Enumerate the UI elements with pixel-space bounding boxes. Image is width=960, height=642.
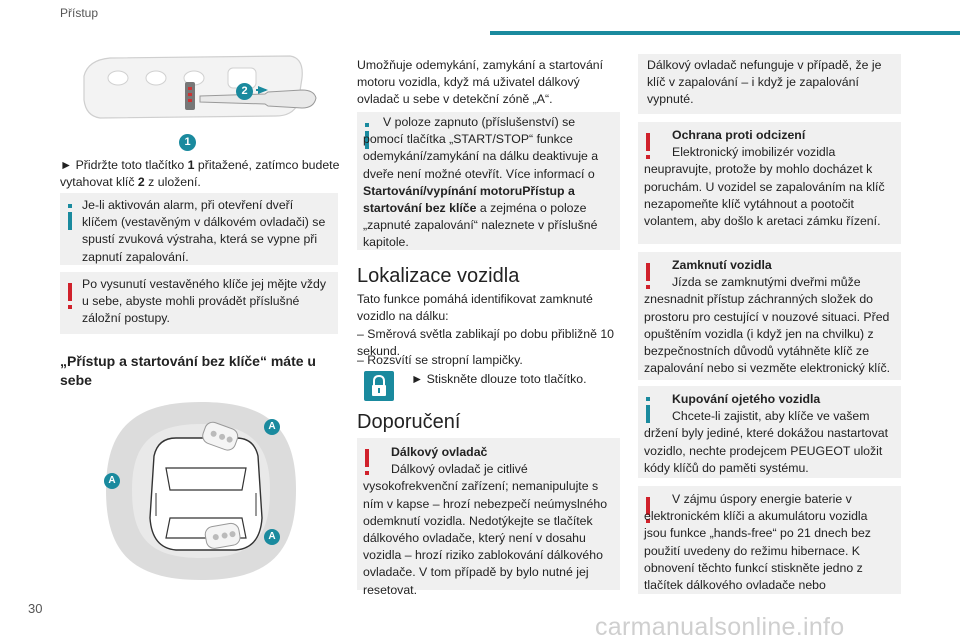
warning-box-text: V zájmu úspory energie baterie v elektro… xyxy=(644,491,893,594)
warning-marker-icon xyxy=(646,133,650,159)
page-number: 30 xyxy=(28,601,43,616)
callout-1: 1 xyxy=(179,134,196,151)
warning-marker-icon xyxy=(365,449,369,475)
step-text-3: z uložení. xyxy=(144,175,201,190)
info-box-start-stop: V poloze zapnuto (příslušenství) se pomo… xyxy=(357,112,620,250)
info-box-title: Kupování ojetého vozidla xyxy=(672,392,821,406)
locating-text-2: – Směrová světla zablikají po dobu přibl… xyxy=(357,327,615,359)
warning-marker-icon xyxy=(646,263,650,289)
detection-zone-illustration xyxy=(106,402,296,580)
info-text-bold: Startování/vypínání motoruPřístup a star… xyxy=(363,183,575,216)
info-box-alarm: Je-li aktivován alarm, při otevření dveř… xyxy=(60,193,338,265)
info-text-tail: a zejména o poloze „zapnuté zapalování“ … xyxy=(363,201,598,250)
warning-box-title: Zamknutí vozidla xyxy=(672,258,772,272)
info-marker-icon xyxy=(646,397,650,423)
zone-label-a-bottom: A xyxy=(264,529,280,545)
callout-2: 2 xyxy=(236,83,253,100)
info-marker-icon xyxy=(365,123,369,149)
warning-box-body: Jízda se zamknutými dveřmi může znesnadn… xyxy=(644,275,891,376)
heading-vehicle-locating: Lokalizace vozidla xyxy=(357,265,520,287)
lock-icon xyxy=(364,371,394,401)
header-accent-bar xyxy=(490,31,960,35)
info-text-part: V poloze zapnuto (příslušenství) se pomo… xyxy=(363,115,599,181)
step-text-2: přitažené, zatímco budete vytahovat klíč xyxy=(60,158,340,190)
info-box-text: V poloze zapnuto (příslušenství) se pomo… xyxy=(363,114,612,252)
step-ref-1: 1 xyxy=(187,158,195,172)
warning-box-body: Elektronický imobilizér vozidla neupravu… xyxy=(644,145,885,229)
keyless-heading: „Přístup a startování bez klíče“ máte u … xyxy=(60,353,316,388)
warning-marker-icon xyxy=(68,283,72,309)
locating-text-1: Tato funkce pomáhá identifikovat zamknut… xyxy=(357,292,593,324)
zone-label-a-left: A xyxy=(104,473,120,489)
warning-box-title: Dálkový ovladač xyxy=(391,445,488,459)
note-box-text: Dálkový ovladač nefunguje v případě, že … xyxy=(647,58,882,107)
locating-text-3: – Rozsvítí se stropní lampičky. xyxy=(357,353,523,367)
warning-box-battery: V zájmu úspory energie baterie v elektro… xyxy=(638,486,901,594)
keyless-intro: Umožňuje odemykání, zamykání a startován… xyxy=(357,58,604,107)
warning-box-title: Ochrana proti odcizení xyxy=(672,128,806,142)
step-text-1: ► Přidržte toto tlačítko xyxy=(60,158,188,172)
zone-label-a-top: A xyxy=(264,419,280,435)
key-extraction-illustration xyxy=(83,55,317,119)
locating-text-4: ► Stiskněte dlouze toto tlačítko. xyxy=(411,372,587,386)
info-box-body: Chcete-li zajistit, aby klíče ve vašem d… xyxy=(644,409,889,475)
section-title: Přístup xyxy=(60,6,99,20)
warning-box-body: Dálkový ovladač je citlivé vysokofrekven… xyxy=(363,462,608,597)
warning-box-text: Po vysunutí vestavěného klíče jej mějte … xyxy=(82,277,327,326)
watermark: carmanualsonline.info xyxy=(595,613,845,641)
warning-box-body: V zájmu úspory energie baterie v elektro… xyxy=(644,492,871,593)
warning-marker-icon xyxy=(646,497,650,523)
instruction-step: ► Přidržte toto tlačítko 1 přitažené, za… xyxy=(60,157,340,191)
note-box-ignition: Dálkový ovladač nefunguje v případě, že … xyxy=(638,54,901,114)
info-marker-icon xyxy=(68,204,72,230)
heading-recommendations: Doporučení xyxy=(357,411,461,433)
warning-box-key: Po vysunutí vestavěného klíče jej mějte … xyxy=(60,272,338,334)
info-box-text: Je-li aktivován alarm, při otevření dveř… xyxy=(82,198,326,264)
step-ref-2: 2 xyxy=(137,175,145,190)
